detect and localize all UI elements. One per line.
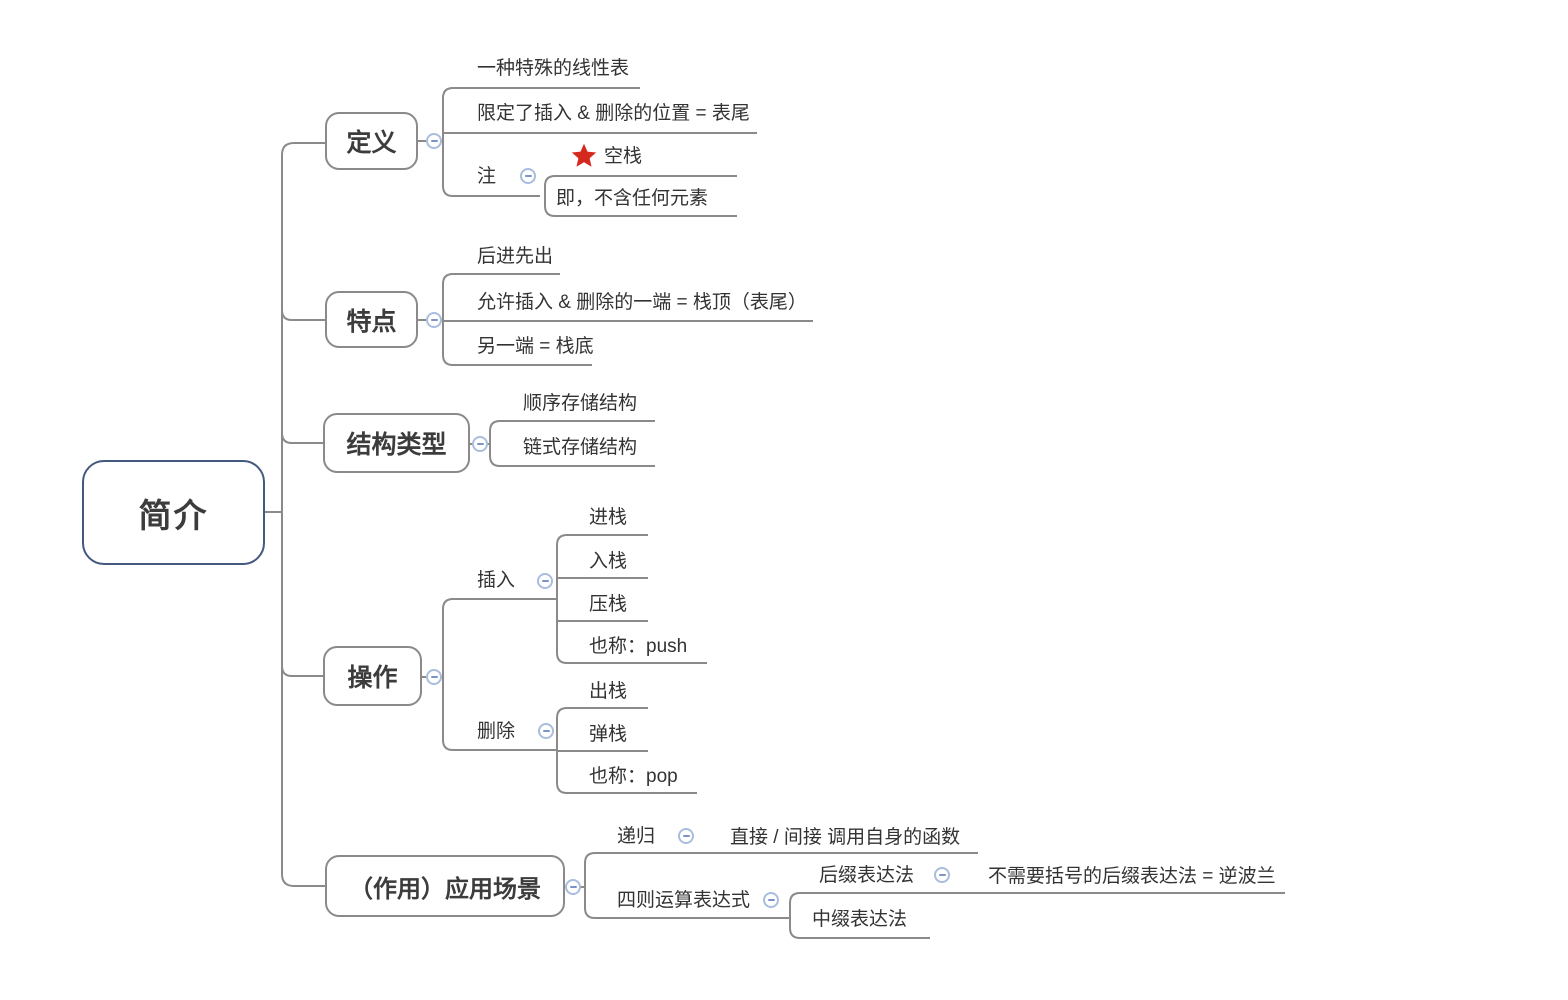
subtopic-reverse-polish[interactable]: 不需要括号的后缀表达法 = 逆波兰: [988, 866, 1276, 887]
collapse-icon-note[interactable]: [520, 168, 536, 184]
subtopic-push[interactable]: 也称：push: [589, 636, 688, 657]
topic-structure-types[interactable]: 结构类型: [323, 413, 470, 473]
subtopic-bottom-of-stack[interactable]: 另一端 = 栈底: [477, 336, 594, 357]
minus-bar: [430, 319, 438, 321]
topic-structure-types-label: 结构类型: [346, 431, 447, 459]
connector-spine: [265, 142, 325, 887]
root-topic[interactable]: 简介: [82, 460, 265, 565]
minus-bar: [476, 443, 484, 445]
subtopic-infix-notation[interactable]: 中缀表达法: [812, 909, 908, 930]
red-star-icon: [571, 143, 597, 167]
minus-bar: [542, 730, 550, 732]
subtopic-linked-storage[interactable]: 链式存储结构: [523, 437, 638, 458]
collapse-icon-delete[interactable]: [538, 723, 554, 739]
subtopic-exit-stack[interactable]: 出栈: [589, 681, 628, 702]
subtopic-self-calling-function[interactable]: 直接 / 间接 调用自身的函数: [730, 827, 961, 848]
minus-bar: [682, 835, 690, 837]
minus-bar: [430, 676, 438, 678]
subtopic-insert[interactable]: 插入: [477, 570, 516, 591]
subtopic-limited-insert-delete[interactable]: 限定了插入 & 删除的位置 = 表尾: [477, 103, 750, 124]
subtopic-recursion[interactable]: 递归: [617, 826, 656, 847]
subtopic-press-stack[interactable]: 压栈: [589, 594, 628, 615]
collapse-icon-insert[interactable]: [537, 573, 553, 589]
minus-bar: [430, 140, 438, 142]
collapse-icon-applications[interactable]: [565, 879, 581, 895]
subtopic-postfix-notation[interactable]: 后缀表达法: [819, 865, 915, 886]
connector-operations: [422, 534, 707, 794]
subtopic-delete[interactable]: 删除: [477, 721, 516, 742]
collapse-icon-definition[interactable]: [426, 133, 442, 149]
collapse-icon-operations[interactable]: [426, 669, 442, 685]
subtopic-special-linear-list[interactable]: 一种特殊的线性表: [477, 58, 630, 79]
topic-features-label: 特点: [346, 307, 397, 336]
subtopic-note[interactable]: 注: [477, 166, 497, 187]
subtopic-lifo[interactable]: 后进先出: [477, 246, 554, 267]
collapse-icon-structure-types[interactable]: [472, 436, 488, 452]
collapse-icon-postfix[interactable]: [934, 867, 950, 883]
collapse-icon-features[interactable]: [426, 312, 442, 328]
minus-bar: [541, 580, 549, 582]
topic-operations[interactable]: 操作: [323, 646, 422, 706]
subtopic-top-of-stack[interactable]: 允许插入 & 删除的一端 = 栈顶（表尾）: [477, 292, 807, 313]
subtopic-sequential-storage[interactable]: 顺序存储结构: [523, 393, 638, 414]
subtopic-enter-stack[interactable]: 进栈: [589, 507, 628, 528]
subtopic-empty-stack[interactable]: 空栈: [604, 146, 643, 167]
topic-operations-label: 操作: [347, 664, 398, 692]
topic-features[interactable]: 特点: [325, 291, 418, 348]
subtopic-arithmetic-expression[interactable]: 四则运算表达式: [617, 890, 751, 911]
subtopic-no-elements[interactable]: 即，不含任何元素: [556, 188, 709, 209]
subtopic-pop-stack[interactable]: 弹栈: [589, 724, 628, 745]
topic-definition[interactable]: 定义: [325, 112, 418, 170]
minus-bar: [569, 886, 577, 888]
subtopic-into-stack[interactable]: 入栈: [589, 551, 628, 572]
minus-bar: [938, 874, 946, 876]
collapse-icon-arithmetic[interactable]: [763, 892, 779, 908]
collapse-icon-recursion[interactable]: [678, 828, 694, 844]
subtopic-pop[interactable]: 也称：pop: [589, 766, 678, 787]
topic-applications-label: （作用）应用场景: [349, 875, 541, 903]
minus-bar: [524, 175, 532, 177]
topic-definition-label: 定义: [346, 129, 397, 157]
minus-bar: [767, 899, 775, 901]
topic-applications[interactable]: （作用）应用场景: [325, 855, 565, 917]
root-topic-label: 简介: [138, 496, 209, 534]
